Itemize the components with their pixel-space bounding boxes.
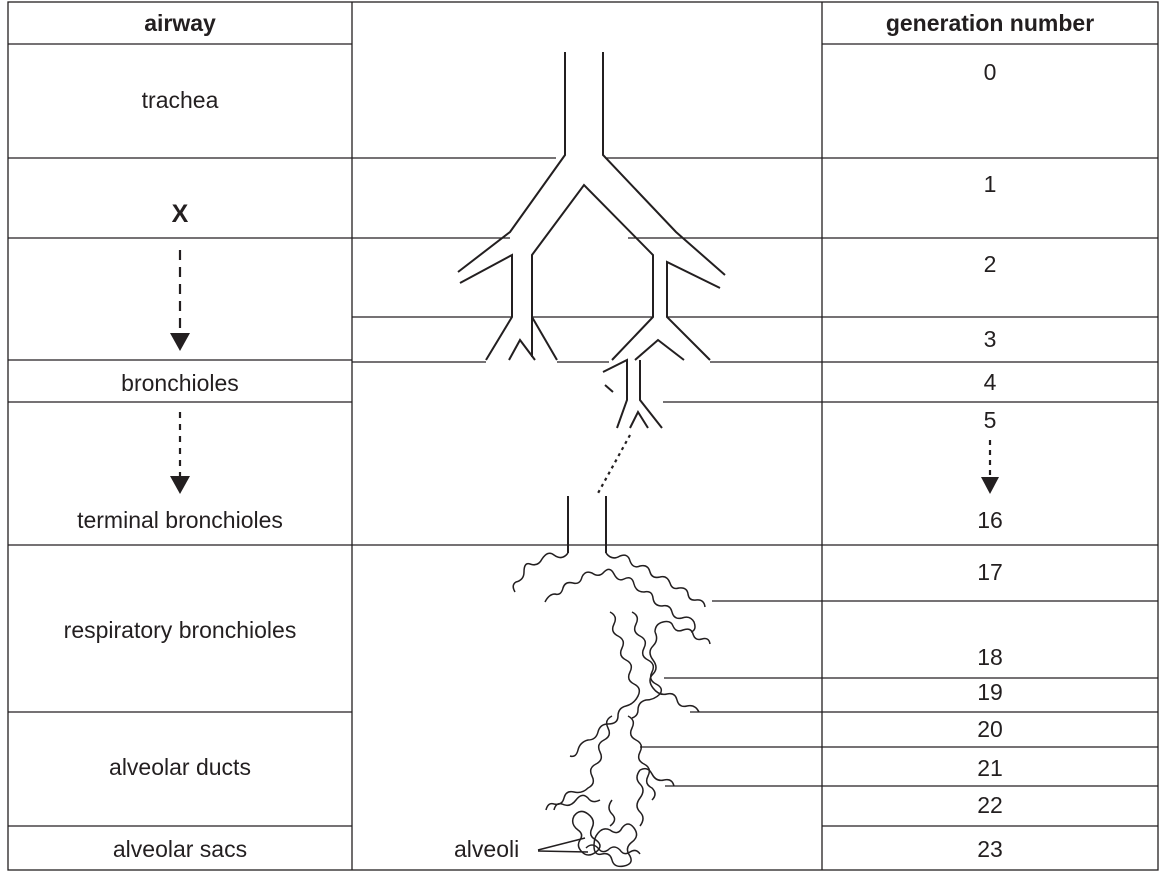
airway-alveolar-sacs: alveolar sacs xyxy=(113,836,247,862)
generation-21: 21 xyxy=(977,755,1003,781)
generation-20: 20 xyxy=(977,716,1003,742)
generation-3: 3 xyxy=(984,326,997,352)
right-carina-3 xyxy=(635,340,684,360)
generation-22: 22 xyxy=(977,792,1003,818)
bronchiole-left-wall xyxy=(603,360,627,428)
generation-2: 2 xyxy=(984,251,997,277)
generation-4: 4 xyxy=(984,369,997,395)
respiratory-bronchiole-left-wall xyxy=(513,553,695,632)
dashed-arrow-generation-5-to-16 xyxy=(981,440,999,494)
dotted-continuation xyxy=(597,435,630,495)
airway-respiratory-bronchioles: respiratory bronchioles xyxy=(64,617,297,643)
generation-0: 0 xyxy=(984,59,997,85)
trachea-left-wall xyxy=(458,52,565,272)
inner-carina xyxy=(532,185,653,360)
alveoli-pointer-2 xyxy=(538,851,588,852)
generation-1: 1 xyxy=(984,171,997,197)
generation-column-header: generation number xyxy=(886,10,1094,36)
dashed-arrow-x-to-bronchioles xyxy=(170,250,190,351)
airway-bronchioles: bronchioles xyxy=(121,370,239,396)
dashed-arrow-bronchioles-to-terminal xyxy=(170,412,190,494)
generation-19: 19 xyxy=(977,679,1003,705)
generation-18-branch xyxy=(650,622,710,713)
alveoli-label: alveoli xyxy=(454,836,519,862)
generation-23: 23 xyxy=(977,836,1003,862)
airway-column-header: airway xyxy=(144,10,216,36)
airway-terminal-bronchioles: terminal bronchioles xyxy=(77,507,283,533)
bronchiole-carina xyxy=(630,412,648,428)
respiratory-bronchiole-trunk-right xyxy=(632,612,661,718)
generation-17: 17 xyxy=(977,559,1003,585)
trachea-right-wall xyxy=(603,52,725,275)
generation-5: 5 xyxy=(984,407,997,433)
generation-16: 16 xyxy=(977,507,1003,533)
left-main-bronchus-outer xyxy=(460,255,512,360)
generation-20-branch xyxy=(546,716,655,810)
left-bronchus-inner-branch xyxy=(532,317,557,360)
respiratory-bronchiole-trunk xyxy=(570,612,639,756)
bronchiole-right-wall-2 xyxy=(640,360,662,428)
right-main-bronchus-outer xyxy=(667,262,720,360)
airway-alveolar-ducts: alveolar ducts xyxy=(109,754,251,780)
bronchial-tree-drawing xyxy=(458,52,725,866)
airway-trachea: trachea xyxy=(142,87,219,113)
bronchiole-right-wall xyxy=(605,385,613,392)
airway-x: X xyxy=(172,200,189,228)
generation-21-branch xyxy=(637,769,674,826)
generation-18: 18 xyxy=(977,644,1003,670)
